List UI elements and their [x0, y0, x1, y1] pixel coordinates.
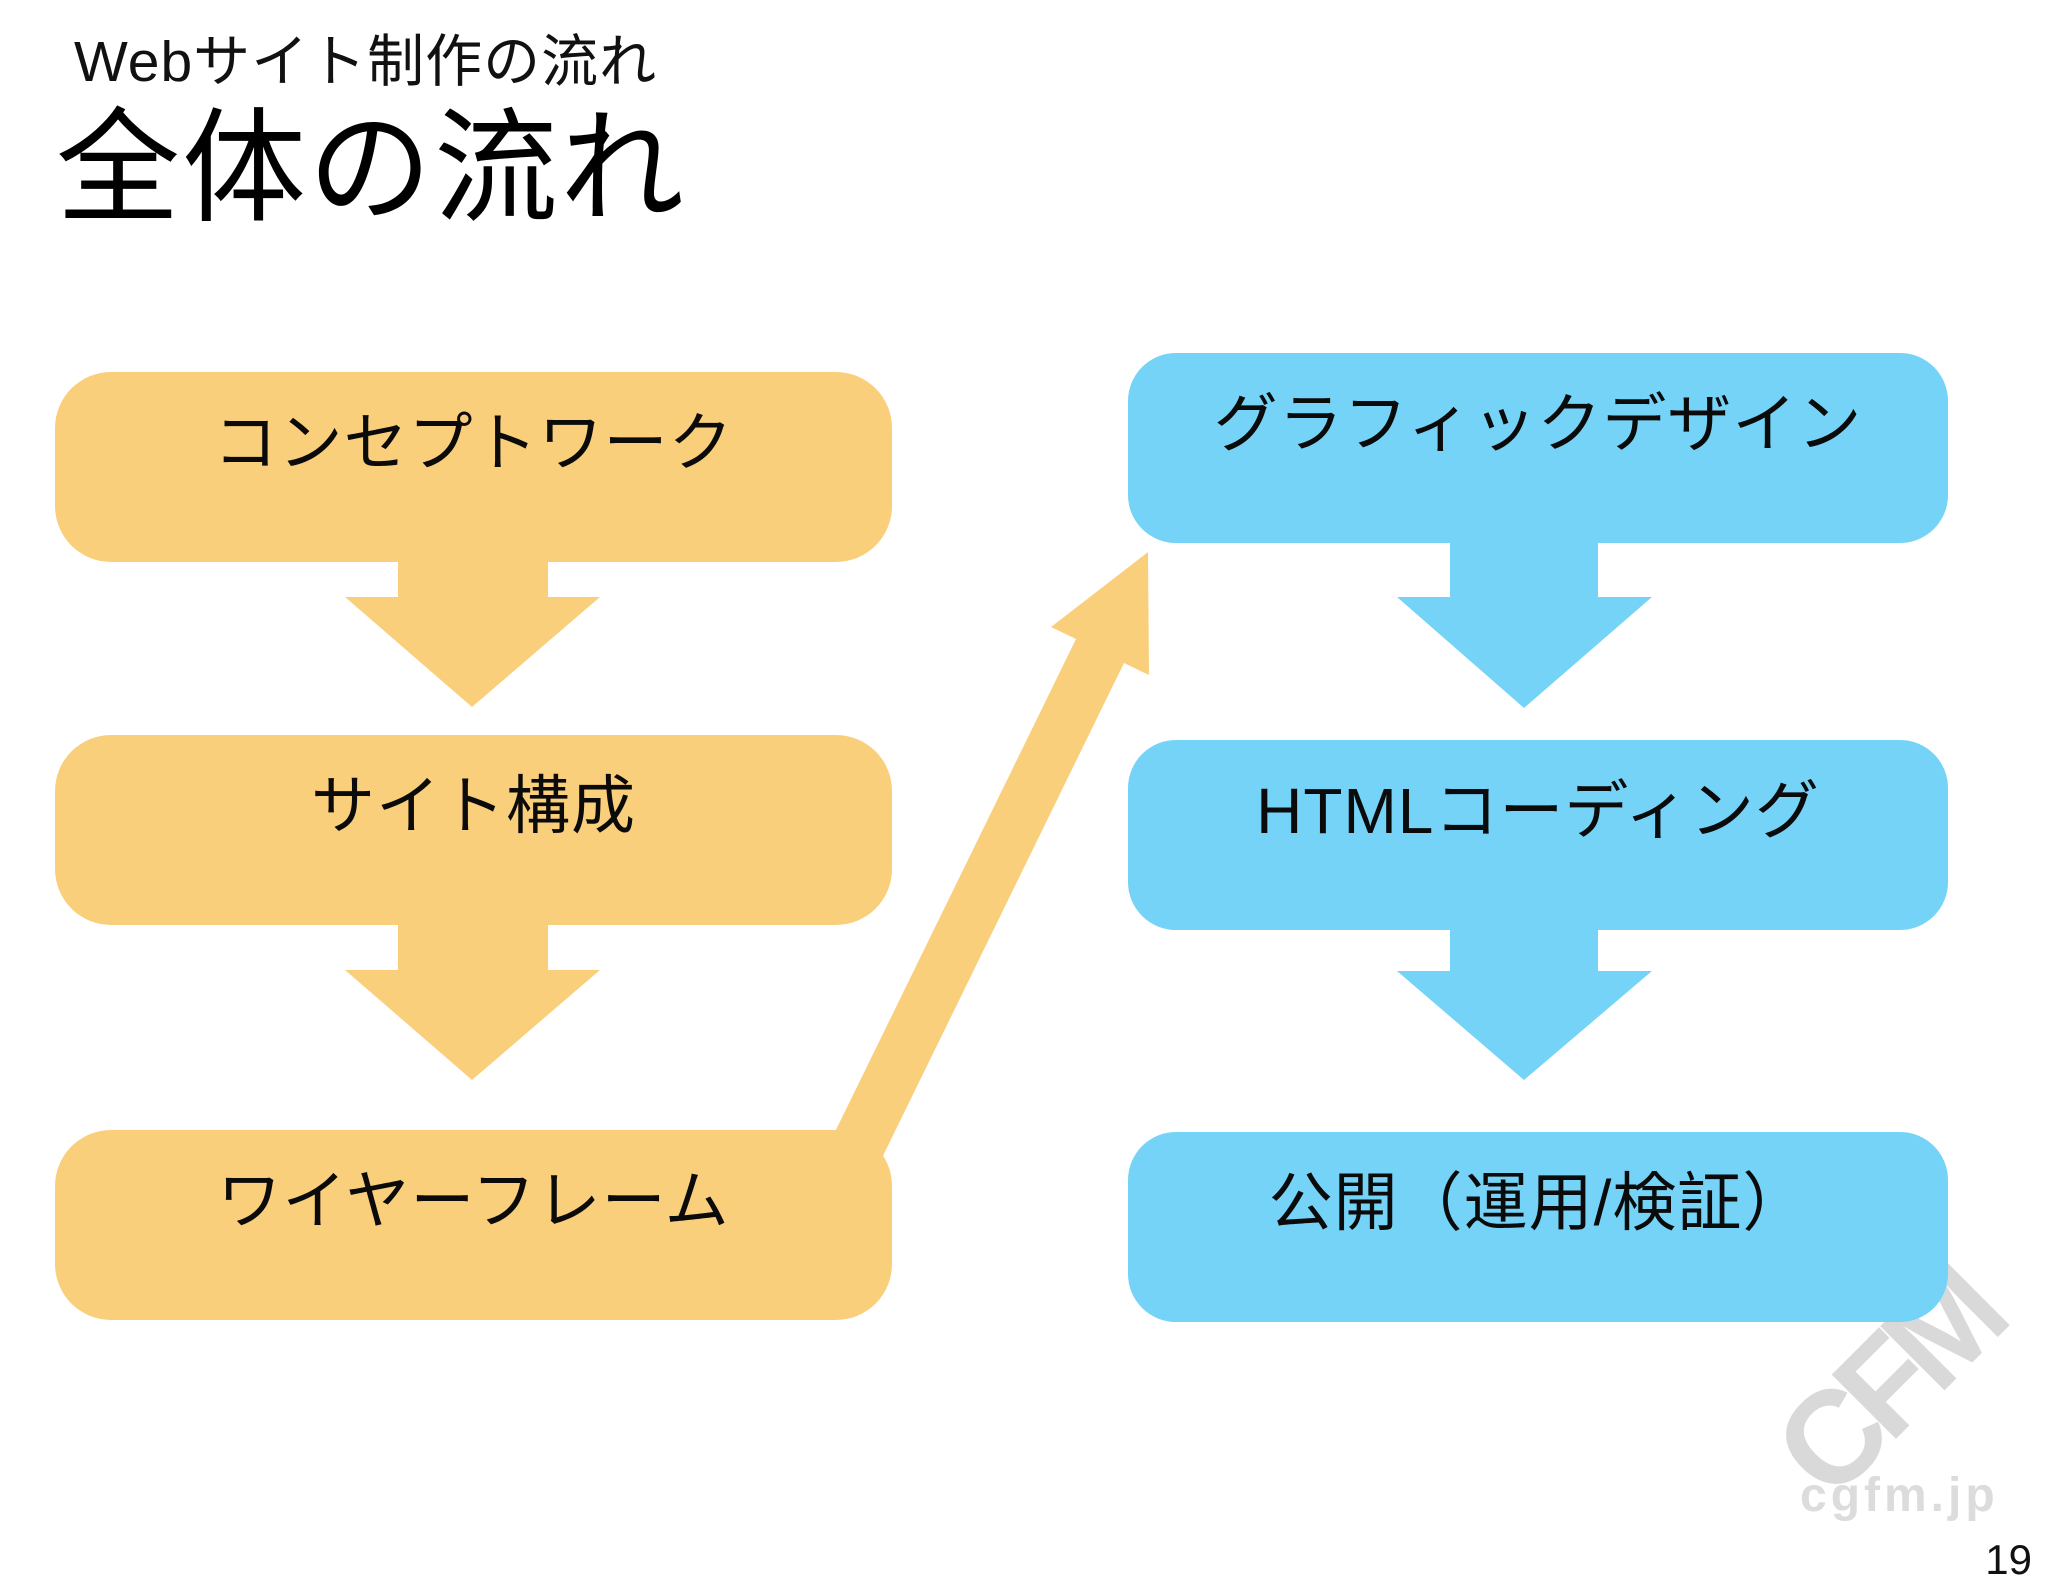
- down-arrow-icon-left-2: [345, 905, 600, 1080]
- flow-step-label: HTMLコーディング: [1256, 774, 1820, 847]
- flow-step-publish: 公開（運用/検証）: [1128, 1132, 1948, 1322]
- flow-step-concept-work: コンセプトワーク: [55, 372, 892, 562]
- flow-step-graphic-design: グラフィックデザイン: [1128, 353, 1948, 543]
- diagonal-connector-arrow-icon: [831, 552, 1149, 1164]
- flow-step-label: ワイヤーフレーム: [217, 1164, 730, 1237]
- flow-step-site-structure: サイト構成: [55, 735, 892, 925]
- flow-step-html-coding: HTMLコーディング: [1128, 740, 1948, 930]
- slide-subtitle: Webサイト制作の流れ: [74, 30, 658, 94]
- down-arrow-icon-right-2: [1397, 905, 1652, 1080]
- flow-step-label: グラフィックデザイン: [1213, 387, 1863, 460]
- watermark-site-text: cgfm.jp: [1800, 1469, 1999, 1522]
- flow-step-label: 公開（運用/検証）: [1268, 1166, 1808, 1239]
- page-number: 19: [1985, 1536, 2032, 1583]
- flow-step-label: サイト構成: [311, 769, 636, 842]
- slide-title: 全体の流れ: [56, 100, 687, 238]
- flow-step-label: コンセプトワーク: [213, 406, 734, 479]
- down-arrow-icon-right-1: [1397, 525, 1652, 708]
- flow-step-wireframe: ワイヤーフレーム: [55, 1130, 892, 1320]
- down-arrow-icon-left-1: [345, 540, 600, 707]
